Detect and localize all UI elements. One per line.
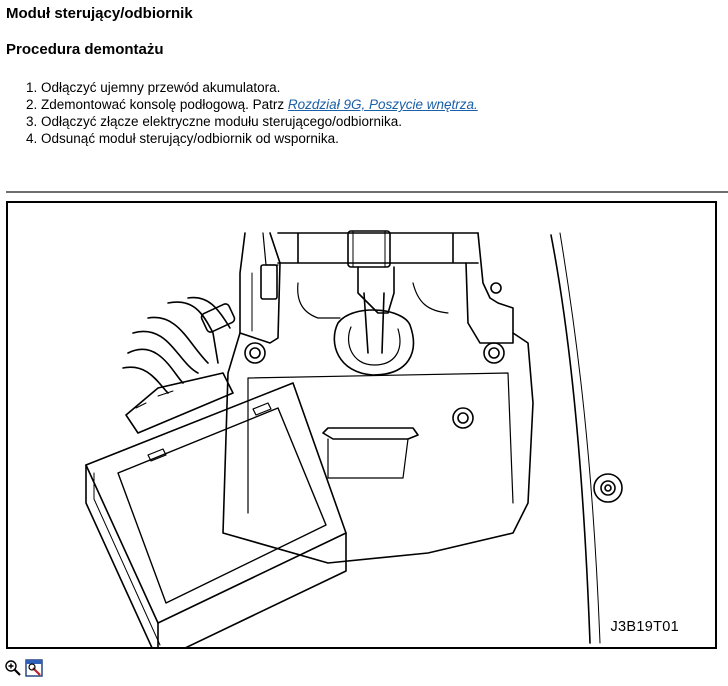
illustration-frame: J3B19T01: [6, 201, 717, 649]
page-title: Moduł sterujący/odbiornik: [6, 5, 193, 22]
step-item: 1. Odłączyć ujemny przewód akumulatora.: [26, 79, 478, 96]
view-window-icon: [25, 659, 43, 677]
control-module-illustration: [85, 230, 623, 647]
section-subtitle: Procedura demontażu: [6, 41, 164, 58]
chapter-9g-link[interactable]: Rozdział 9G, Poszycie wnętrza.: [287, 97, 478, 112]
step-text: Odłączyć złącze elektryczne modułu steru…: [41, 114, 402, 129]
zoom-in-icon: [5, 660, 21, 676]
section-divider: [6, 191, 728, 193]
figure-code: J3B19T01: [610, 619, 679, 635]
step-text: Odsunąć moduł sterujący/odbiornik od wsp…: [41, 131, 339, 146]
step-number: 3.: [26, 114, 38, 129]
zoom-in-button[interactable]: [4, 659, 22, 677]
step-item: 3. Odłączyć złącze elektryczne modułu st…: [26, 113, 478, 130]
step-text: Zdemontować konsolę podłogową. Patrz: [41, 97, 288, 112]
step-text: Odłączyć ujemny przewód akumulatora.: [41, 80, 281, 95]
steps-list: 1. Odłączyć ujemny przewód akumulatora. …: [26, 79, 478, 147]
step-number: 2.: [26, 97, 38, 112]
image-toolbar: [4, 659, 43, 681]
view-window-button[interactable]: [25, 659, 43, 677]
step-number: 1.: [26, 80, 38, 95]
step-number: 4.: [26, 131, 38, 146]
step-item: 2. Zdemontować konsolę podłogową. Patrz …: [26, 96, 478, 113]
step-item: 4. Odsunąć moduł sterujący/odbiornik od …: [26, 130, 478, 147]
